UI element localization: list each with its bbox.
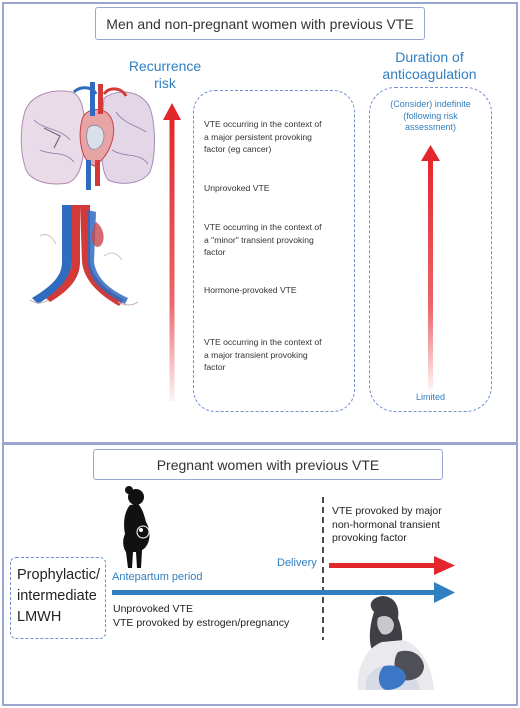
bottom-panel — [2, 443, 518, 706]
red-arrow-label: VTE provoked by major non-hormonal trans… — [332, 505, 442, 544]
vessel-bifurcation-illustration — [29, 205, 139, 306]
risk-item-hormone-provoked: Hormone-provoked VTE — [204, 285, 297, 295]
recurrence-risk-arrow — [163, 103, 181, 401]
duration-arrow — [421, 145, 440, 390]
risk-item-unprovoked: Unprovoked VTE — [204, 183, 270, 193]
blue-arrow-label: Unprovoked VTE VTE provoked by estrogen/… — [113, 603, 290, 629]
top-panel-title: Men and non-pregnant women with previous… — [95, 7, 425, 40]
bottom-panel-title: Pregnant women with previous VTE — [93, 449, 443, 480]
risk-item-minor-transient: VTE occurring in the context of a "minor… — [204, 222, 322, 257]
pregnant-woman-icon — [123, 486, 150, 568]
risk-item-major-transient: VTE occurring in the context of a major … — [204, 337, 322, 372]
antepartum-period-label: Antepartum period — [112, 571, 203, 583]
lmwh-label: Prophylactic/ intermediate LMWH — [17, 567, 101, 625]
mother-and-baby-illustration — [357, 596, 434, 690]
delivery-label: Delivery — [277, 557, 317, 569]
blue-timeline-arrow — [112, 582, 455, 603]
duration-box — [369, 87, 492, 412]
risk-items-box — [193, 90, 355, 412]
risk-item-major-persistent: VTE occurring in the context of a major … — [204, 119, 322, 154]
duration-indefinite-label: (Consider) indefinite (following risk as… — [390, 99, 471, 132]
recurrence-risk-label: Recurrence risk — [128, 58, 202, 91]
red-transient-arrow — [329, 556, 455, 575]
duration-of-anticoagulation-label: Duration of anticoagulation — [382, 49, 477, 82]
duration-limited-label: Limited — [415, 392, 445, 402]
lungs-heart-illustration — [20, 82, 155, 190]
lmwh-box — [10, 557, 106, 639]
